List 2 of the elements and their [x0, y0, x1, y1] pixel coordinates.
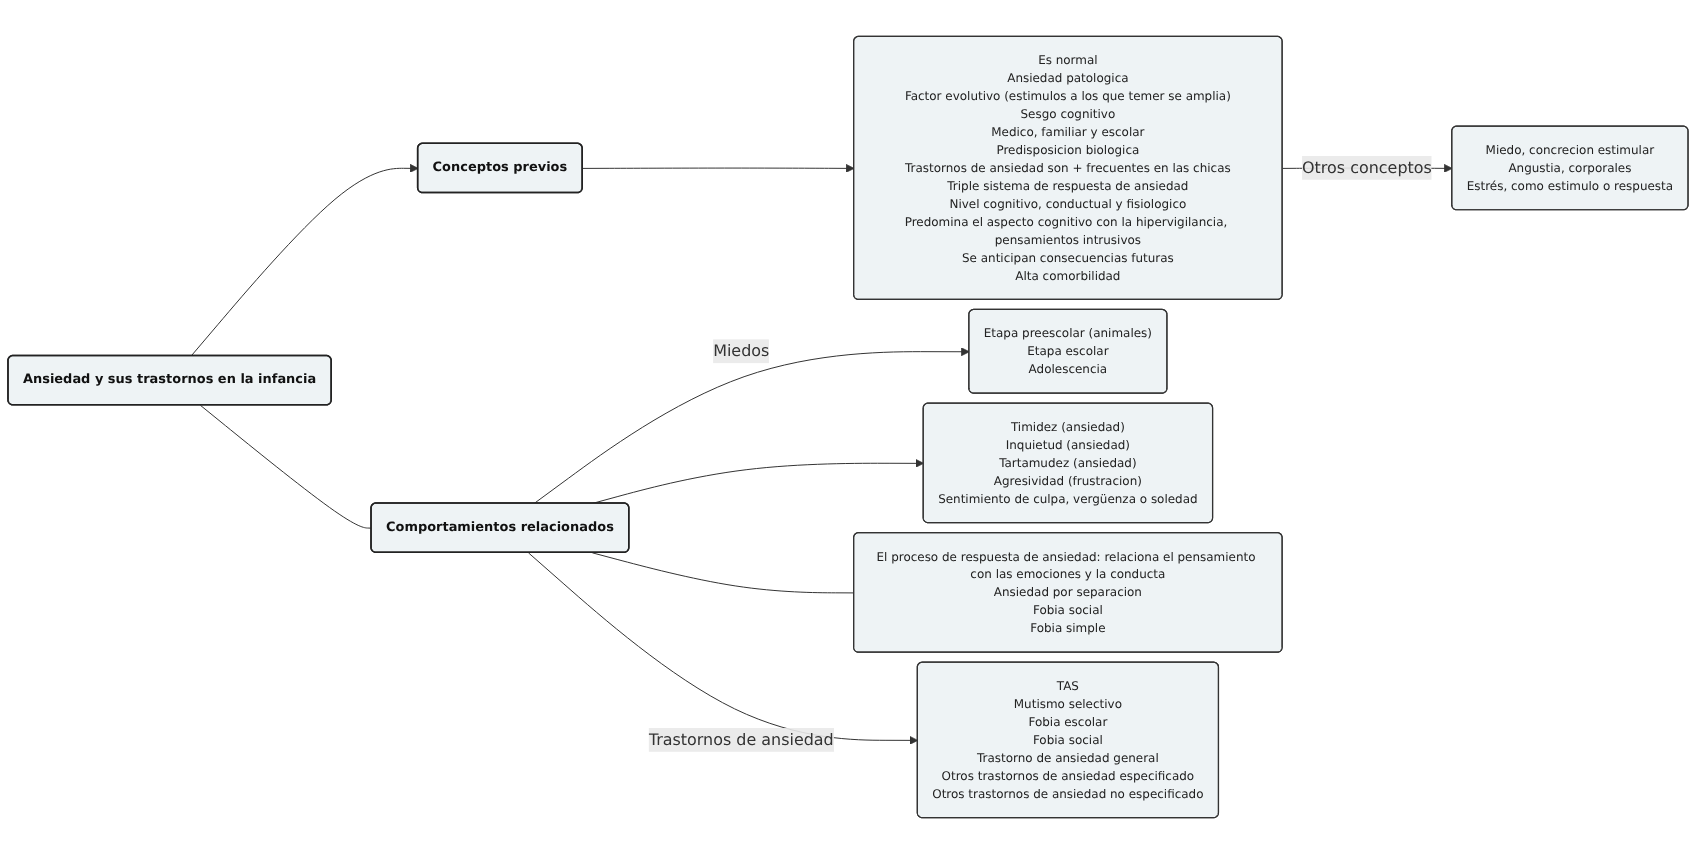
- connector: [199, 404, 372, 529]
- connector: [591, 552, 855, 594]
